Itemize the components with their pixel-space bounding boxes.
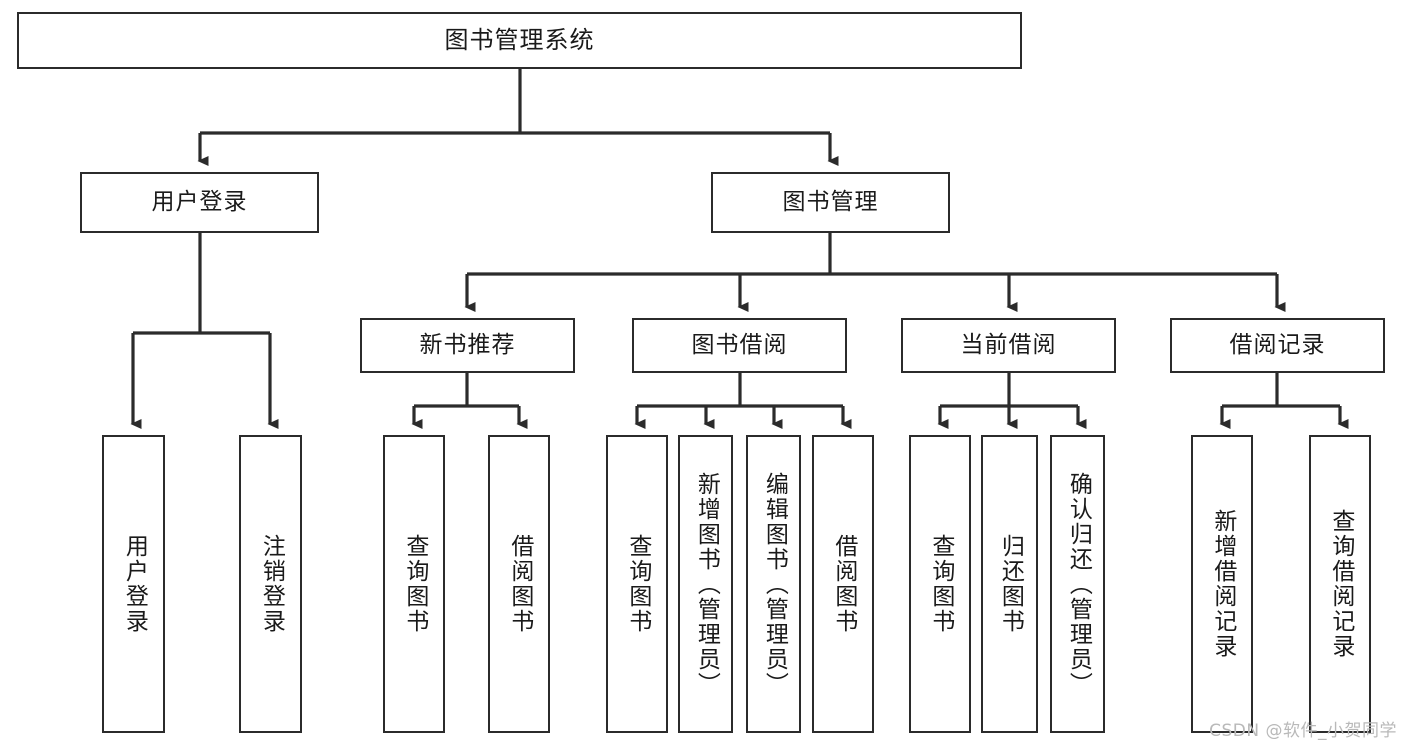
- node-leaf-query-book-1[interactable]: 查询图书: [383, 435, 445, 733]
- node-leaf-query-book-2[interactable]: 查询图书: [606, 435, 668, 733]
- node-user-login[interactable]: 用户登录: [80, 172, 319, 233]
- node-leaf-query-book-3[interactable]: 查询图书: [909, 435, 971, 733]
- node-leaf-return-book[interactable]: 归还图书: [981, 435, 1038, 733]
- csdn-watermark: CSDN @软件_小贺同学: [1209, 721, 1397, 741]
- node-borrow-record[interactable]: 借阅记录: [1170, 318, 1385, 373]
- node-leaf-query-book-1-label: 查询图书: [401, 534, 428, 634]
- node-leaf-add-book-label: 新增图书（管理员）: [693, 471, 720, 697]
- node-book-manage-label: 图书管理: [782, 188, 879, 215]
- node-leaf-edit-book[interactable]: 编辑图书（管理员）: [746, 435, 801, 733]
- node-leaf-add-book[interactable]: 新增图书（管理员）: [678, 435, 733, 733]
- node-leaf-add-record[interactable]: 新增借阅记录: [1191, 435, 1253, 733]
- node-leaf-user-login-label: 用户登录: [121, 534, 148, 634]
- node-new-book-rec-label: 新书推荐: [419, 331, 516, 358]
- node-current-borrow[interactable]: 当前借阅: [901, 318, 1116, 373]
- node-leaf-user-logout[interactable]: 注销登录: [239, 435, 302, 733]
- node-leaf-add-record-label: 新增借阅记录: [1209, 509, 1236, 659]
- node-borrow-record-label: 借阅记录: [1229, 331, 1326, 358]
- node-book-borrow-label: 图书借阅: [691, 331, 788, 358]
- node-user-login-label: 用户登录: [151, 188, 248, 215]
- node-leaf-edit-book-label: 编辑图书（管理员）: [761, 471, 788, 697]
- node-leaf-confirm-return[interactable]: 确认归还（管理员）: [1050, 435, 1105, 733]
- node-leaf-user-logout-label: 注销登录: [258, 534, 285, 634]
- node-leaf-return-book-label: 归还图书: [997, 534, 1024, 634]
- node-leaf-query-record[interactable]: 查询借阅记录: [1309, 435, 1371, 733]
- node-root-label: 图书管理系统: [444, 26, 595, 55]
- node-leaf-borrow-book-2[interactable]: 借阅图书: [812, 435, 874, 733]
- node-root[interactable]: 图书管理系统: [17, 12, 1022, 69]
- node-current-borrow-label: 当前借阅: [960, 331, 1057, 358]
- node-leaf-query-record-label: 查询借阅记录: [1327, 509, 1354, 659]
- node-book-borrow[interactable]: 图书借阅: [632, 318, 847, 373]
- node-book-manage[interactable]: 图书管理: [711, 172, 950, 233]
- node-leaf-borrow-book-1[interactable]: 借阅图书: [488, 435, 550, 733]
- node-leaf-query-book-2-label: 查询图书: [624, 534, 651, 634]
- node-new-book-rec[interactable]: 新书推荐: [360, 318, 575, 373]
- node-leaf-query-book-3-label: 查询图书: [927, 534, 954, 634]
- node-leaf-borrow-book-1-label: 借阅图书: [506, 534, 533, 634]
- node-leaf-borrow-book-2-label: 借阅图书: [830, 534, 857, 634]
- node-leaf-user-login[interactable]: 用户登录: [102, 435, 165, 733]
- node-leaf-confirm-return-label: 确认归还（管理员）: [1065, 471, 1092, 697]
